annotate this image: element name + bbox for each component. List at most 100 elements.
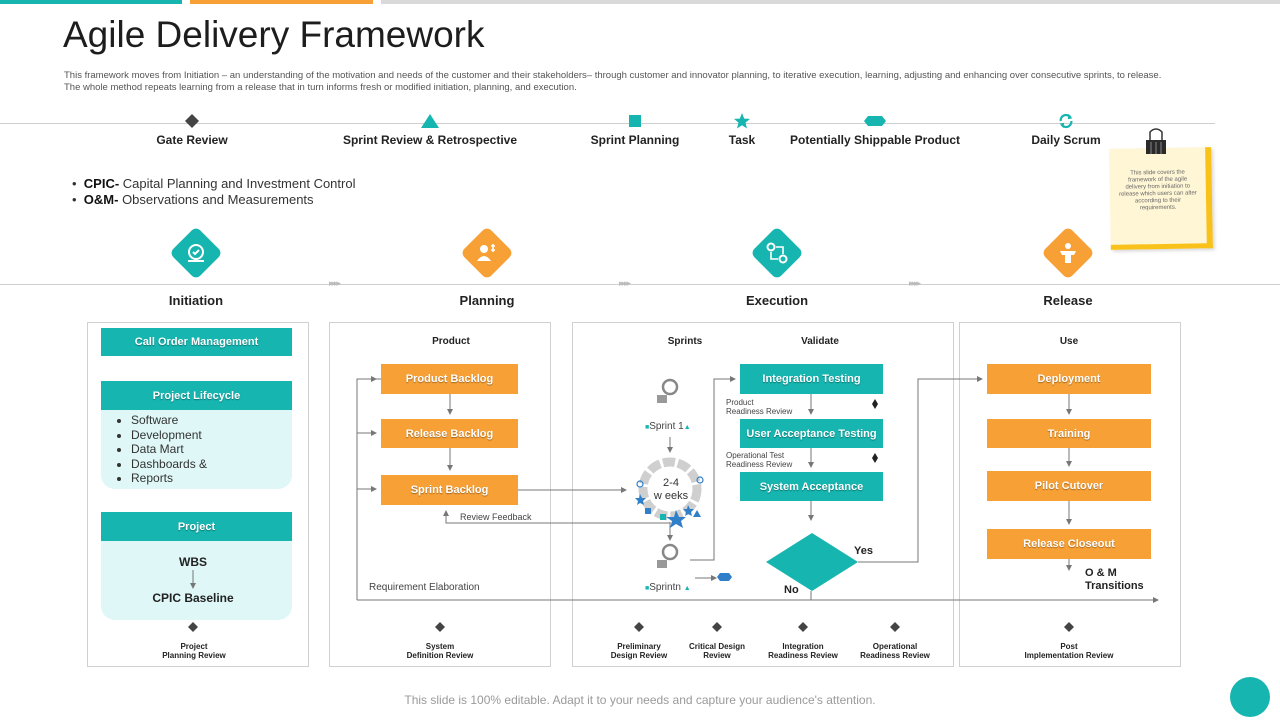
- legend-label: Gate Review: [156, 133, 228, 147]
- definition-text: Capital Planning and Investment Control: [119, 176, 356, 191]
- integration-testing-box: Integration Testing: [740, 364, 883, 394]
- chevron-arrows: ▸▸▸▸: [329, 278, 341, 288]
- triangle-icon: ▲: [683, 424, 691, 431]
- star-icon: [734, 113, 750, 129]
- lifecycle-item: Dashboards &: [131, 457, 207, 472]
- square-icon: ■: [645, 585, 650, 592]
- sprint-1-label: ■Sprint 1▲: [645, 422, 691, 432]
- binder-clip-icon: [1146, 128, 1166, 154]
- training-box: Training: [987, 419, 1151, 448]
- decision-no-label: No: [784, 584, 799, 596]
- legend-label: Daily Scrum: [1031, 133, 1101, 147]
- system-acceptance-box: System Acceptance: [740, 472, 883, 501]
- release-backlog-box: Release Backlog: [381, 419, 518, 448]
- initiation-phase-icon: [169, 226, 223, 280]
- hexagon-icon: [864, 116, 886, 126]
- lifecycle-item: Data Mart: [131, 442, 207, 457]
- note-text: This slide covers the framework of the a…: [1119, 169, 1197, 212]
- decision-yes-label: Yes: [854, 545, 873, 557]
- triangle-icon: [421, 114, 439, 128]
- phase-title-execution: Execution: [745, 293, 809, 308]
- sprint-backlog-box: Sprint Backlog: [381, 475, 518, 505]
- system-definition-review: System Definition Review: [406, 642, 474, 660]
- legend-gate-review: Gate Review: [102, 113, 282, 147]
- definition-term: O&M-: [83, 192, 119, 207]
- definition-term: CPIC-: [83, 176, 120, 191]
- lifecycle-item: Development: [131, 428, 207, 443]
- preliminary-design-review: Preliminary Design Review: [610, 642, 668, 660]
- phase-title-planning: Planning: [459, 293, 515, 308]
- cycle-icon: [1059, 113, 1073, 129]
- definitions-list: • CPIC- Capital Planning and Investment …: [72, 176, 355, 208]
- lifecycle-item: Reports: [131, 471, 207, 486]
- phase-divider: [0, 284, 1280, 285]
- deployment-box: Deployment: [987, 364, 1151, 394]
- corner-circle-button[interactable]: [1230, 677, 1270, 717]
- legend-label: Sprint Planning: [590, 133, 680, 147]
- page-title: Agile Delivery Framework: [63, 14, 485, 55]
- sprint-n-label: ■Sprintn ▲: [645, 583, 691, 593]
- diamond-icon: [185, 114, 199, 128]
- arrow-down-icon: [190, 570, 196, 589]
- accent-bar-teal: [0, 0, 182, 4]
- sprints-column-header: Sprints: [667, 336, 703, 347]
- product-backlog-box: Product Backlog: [381, 364, 518, 394]
- gate-review-diamond-icon: [435, 622, 445, 632]
- project-planning-review: Project Planning Review: [162, 642, 226, 660]
- legend-sprint-planning: Sprint Planning: [545, 113, 725, 147]
- use-column-header: Use: [1059, 336, 1079, 347]
- definition-om: • O&M- Observations and Measurements: [72, 192, 314, 207]
- legend-label: Potentially Shippable Product: [789, 133, 961, 147]
- execution-phase-icon: [750, 226, 804, 280]
- definition-cpic: • CPIC- Capital Planning and Investment …: [72, 176, 356, 191]
- post-implementation-review: Post Implementation Review: [1024, 642, 1114, 660]
- project-box: Project: [101, 512, 292, 541]
- square-icon: [629, 115, 641, 127]
- lifecycle-list: Software Development Data Mart Dashboard…: [111, 413, 207, 486]
- critical-design-review: Critical Design Review: [688, 642, 745, 660]
- validate-column-header: Validate: [801, 336, 839, 347]
- legend-shippable-product: Potentially Shippable Product: [785, 113, 965, 147]
- legend-label: Sprint Review & Retrospective: [342, 133, 518, 147]
- product-column-header: Product: [432, 336, 470, 347]
- legend-divider: [0, 123, 1215, 124]
- legend-daily-scrum: Daily Scrum: [976, 113, 1156, 147]
- call-order-management-box: Call Order Management: [101, 328, 292, 356]
- footer-note: This slide is 100% editable. Adapt it to…: [404, 693, 876, 707]
- project-panel: [101, 540, 292, 620]
- product-readiness-review-label: Product Readiness Review: [726, 398, 793, 416]
- planning-phase-icon: [460, 226, 514, 280]
- pilot-cutover-box: Pilot Cutover: [987, 471, 1151, 501]
- legend-task: Task: [652, 113, 832, 147]
- cpic-baseline-label: CPIC Baseline: [152, 591, 234, 605]
- legend-label: Task: [728, 133, 756, 147]
- accent-bar-gray: [381, 0, 1280, 4]
- chevron-arrows: ▸▸▸▸: [619, 278, 631, 288]
- operational-readiness-review: Operational Readiness Review: [860, 642, 930, 660]
- wbs-label: WBS: [179, 555, 207, 569]
- gate-review-diamond-icon: [1064, 622, 1074, 632]
- release-closeout-box: Release Closeout: [987, 529, 1151, 559]
- operational-test-readiness-label: Operational Test Readiness Review: [726, 451, 793, 469]
- chevron-arrows: ▸▸▸▸: [909, 278, 921, 288]
- sprint-cycle-label: 2-4 w eeks: [653, 477, 689, 502]
- phase-title-initiation: Initiation: [168, 293, 224, 308]
- square-icon: ■: [645, 424, 650, 431]
- sprint-n-text: Sprintn: [649, 582, 681, 593]
- lifecycle-item: Software: [131, 413, 207, 428]
- release-phase-icon: [1041, 226, 1095, 280]
- sticky-note: This slide covers the framework of the a…: [1109, 147, 1213, 250]
- user-acceptance-testing-box: User Acceptance Testing: [740, 419, 883, 448]
- om-transitions-label: O & M Transitions: [1085, 567, 1144, 592]
- review-feedback-label: Review Feedback: [460, 512, 532, 522]
- page-description: This framework moves from Initiation – a…: [64, 70, 1162, 93]
- project-lifecycle-box: Project Lifecycle: [101, 381, 292, 410]
- project-lifecycle-panel: [101, 409, 292, 489]
- accent-bar-orange: [190, 0, 373, 4]
- decision-label: Operational Readiness: [781, 550, 843, 575]
- sprint-1-text: Sprint 1: [649, 421, 684, 432]
- triangle-icon: ▲: [683, 585, 691, 592]
- definition-text: Observations and Measurements: [118, 192, 314, 207]
- phase-title-release: Release: [1043, 293, 1093, 308]
- requirement-elaboration-label: Requirement Elaboration: [369, 582, 480, 593]
